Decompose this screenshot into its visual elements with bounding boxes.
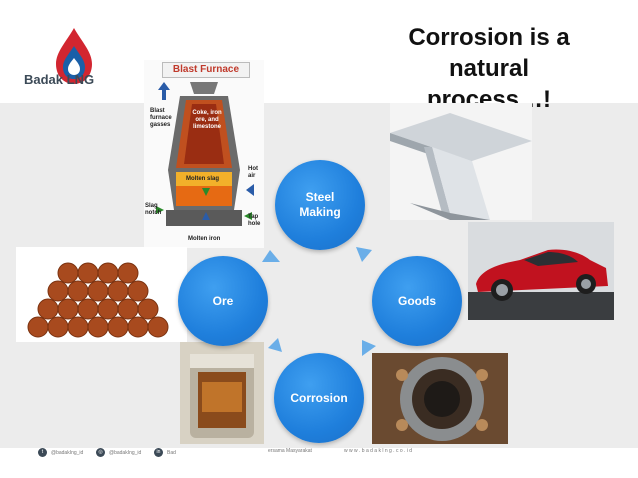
node-label: Corrosion (290, 390, 348, 405)
cycle-node-goods: Goods (372, 256, 462, 346)
corroded-pipe-image (180, 342, 264, 444)
cycle-node-ore: Ore (178, 256, 268, 346)
footer-linkedin[interactable]: in Bad (154, 448, 176, 457)
footer-community: ersama Masyarakat (268, 448, 312, 454)
steel-beam-image (390, 103, 532, 220)
footer-instagram-handle: @badakIng_id (109, 449, 142, 456)
bf-label-charge: Coke, iron ore, and limestone (192, 110, 222, 130)
bf-label-slag-notch: Slag notch (145, 203, 162, 216)
footer-website-text: w w w . b a d a k l n g . c o . i d (344, 448, 413, 454)
footer-community-text: ersama Masyarakat (268, 448, 312, 454)
blast-furnace-image (144, 60, 264, 248)
footer-twitter-handle: @badakIng_id (51, 449, 84, 456)
blast-furnace-title: Blast Furnace (162, 62, 250, 78)
bf-label-hot-air: Hot air (248, 166, 258, 179)
iron-ore-image (16, 247, 187, 342)
cycle-node-steel-making: Steel Making (275, 160, 365, 250)
linkedin-icon: in (154, 448, 163, 457)
slide-title: Corrosion is a natural process…! (378, 22, 600, 115)
node-label: Steel Making (299, 190, 341, 219)
badak-logo-icon (36, 24, 126, 94)
bf-label-molten-slag: Molten slag (186, 176, 220, 182)
title-line: Corrosion is a (408, 24, 570, 51)
rusted-flange-image (372, 353, 508, 444)
logo-text: Badak LNG (24, 72, 95, 87)
bf-label-tap-hole: Tap hole (248, 214, 261, 227)
bf-label-molten-iron: Molten iron (188, 236, 221, 242)
footer-linkedin-handle: Bad (167, 449, 176, 456)
cycle-node-corrosion: Corrosion (274, 353, 364, 443)
title-line: natural (448, 55, 529, 82)
node-label: Goods (398, 293, 436, 308)
footer: t @badakIng_id ◎ @badakIng_id in Bad ers… (0, 440, 638, 464)
instagram-icon: ◎ (96, 448, 105, 457)
node-label: Ore (212, 293, 234, 308)
sports-car-image (468, 222, 614, 320)
twitter-icon: t (38, 448, 47, 457)
bf-label-gasses: Blast furnace gasses (150, 108, 172, 128)
footer-twitter[interactable]: t @badakIng_id (38, 448, 83, 457)
footer-instagram[interactable]: ◎ @badakIng_id (96, 448, 141, 457)
footer-website[interactable]: w w w . b a d a k l n g . c o . i d (344, 448, 412, 454)
